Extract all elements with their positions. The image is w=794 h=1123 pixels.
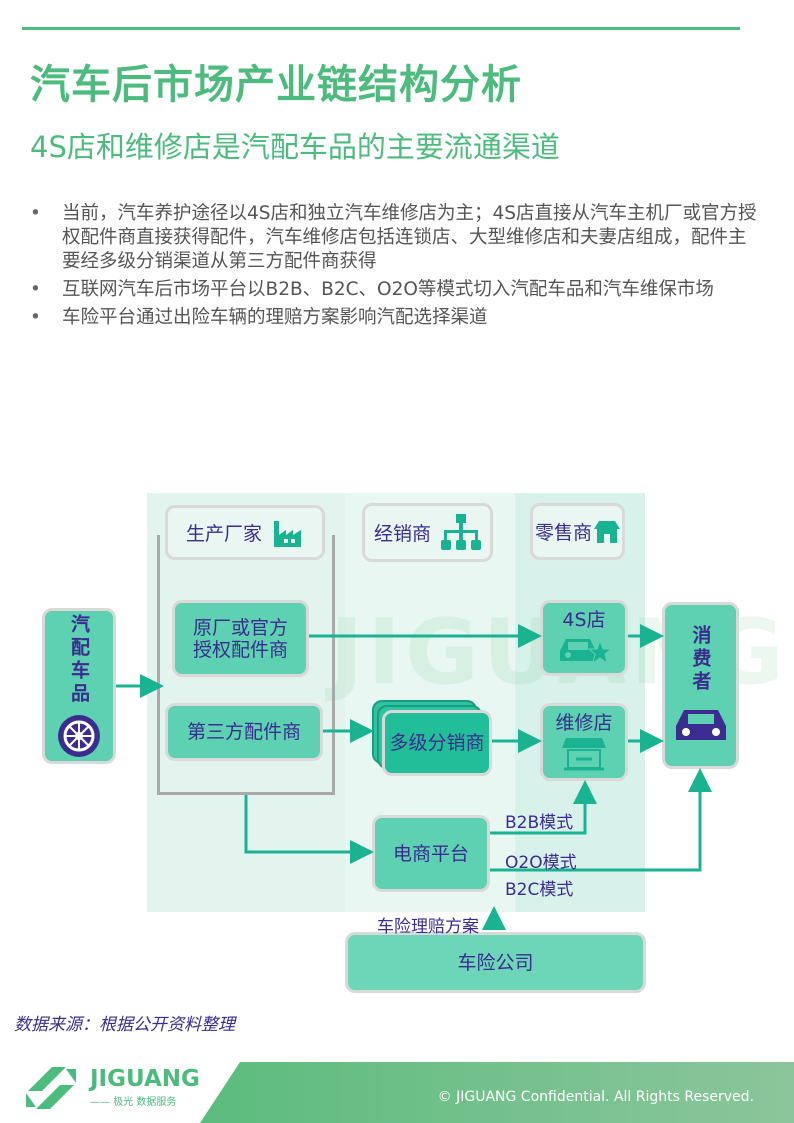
oem-supplier-box: 原厂或官方授权配件商 <box>172 600 309 677</box>
insurer-label: 车险公司 <box>457 951 534 974</box>
copyright: © JIGUANG Confidential. All Rights Reser… <box>437 1089 754 1105</box>
third-party-label: 第三方配件商 <box>186 721 301 743</box>
ecommerce-platform-box: 电商平台 <box>372 815 490 892</box>
o2o-label: O2O模式 <box>505 853 577 873</box>
diagram-column-retailer <box>515 493 645 912</box>
logo-wordmark: JIGUANG <box>90 1066 200 1092</box>
multi-distributor-label: 多级分销商 <box>389 732 485 754</box>
logo-tagline: —— 极光 数据服务 <box>90 1097 177 1108</box>
header-manufacturer: 生产厂家 <box>165 505 325 560</box>
header-distributor: 经销商 <box>362 503 493 562</box>
factory-icon <box>274 520 301 547</box>
jiguang-logo-icon <box>26 1067 76 1109</box>
bullet-item: 互联网汽车后市场平台以B2B、B2C、O2O等模式切入汽配车品和汽车维保市场 <box>30 278 760 302</box>
multi-distributor-box: 多级分销商 <box>382 710 492 776</box>
consumer-box: 消费者 <box>662 602 739 769</box>
header-label: 经销商 <box>373 523 431 545</box>
source-parts-label: 汽配车品 <box>68 614 90 706</box>
b2b-label: B2B模式 <box>505 813 574 833</box>
manufacturer-bracket <box>157 535 335 795</box>
oem-label: 原厂或官方授权配件商 <box>192 616 288 661</box>
repair-store-icon <box>562 738 606 771</box>
header-label: 生产厂家 <box>185 523 262 545</box>
header-label: 零售商 <box>534 522 592 544</box>
footer-band <box>200 1062 794 1123</box>
third-party-supplier-box: 第三方配件商 <box>165 703 323 761</box>
insurer-box: 车险公司 <box>345 932 646 993</box>
top-rule <box>22 27 740 30</box>
repair-shop-label: 维修店 <box>555 712 613 734</box>
car-4s-icon <box>560 639 612 665</box>
bullet-list: 当前，汽车养护途径以4S店和独立汽车维修店为主；4S店直接从汽车主机厂或官方授权… <box>30 202 760 334</box>
header-retailer: 零售商 <box>530 503 625 560</box>
shop-4s-box: 4S店 <box>540 600 628 676</box>
arrow-manufacturer-to-ecommerce <box>244 795 374 864</box>
bullet-item: 当前，汽车养护途径以4S店和独立汽车维修店为主；4S店直接从汽车主机厂或官方授权… <box>30 202 760 274</box>
page-title: 汽车后市场产业链结构分析 <box>30 62 522 108</box>
car-icon <box>675 710 726 740</box>
repair-shop-box: 维修店 <box>540 703 628 781</box>
source-parts-box: 汽配车品 <box>42 608 116 764</box>
store-icon <box>594 520 620 543</box>
insurance-plan-label: 车险理赔方案 <box>377 917 479 937</box>
ecommerce-label: 电商平台 <box>392 842 469 865</box>
hierarchy-icon <box>441 513 481 550</box>
consumer-label: 消费者 <box>689 625 712 694</box>
arrow-b2b-to-repair <box>490 780 597 835</box>
tire-icon <box>58 715 100 757</box>
b2c-label: B2C模式 <box>505 880 574 900</box>
source-note: 数据来源：根据公开资料整理 <box>14 1015 235 1035</box>
page-subtitle: 4S店和维修店是汽配车品的主要流通渠道 <box>30 130 560 164</box>
arrow-o2o-b2c-to-consumer <box>490 768 712 872</box>
bullet-item: 车险平台通过出险车辆的理赔方案影响汽配选择渠道 <box>30 306 760 330</box>
shop-4s-label: 4S店 <box>562 609 606 631</box>
